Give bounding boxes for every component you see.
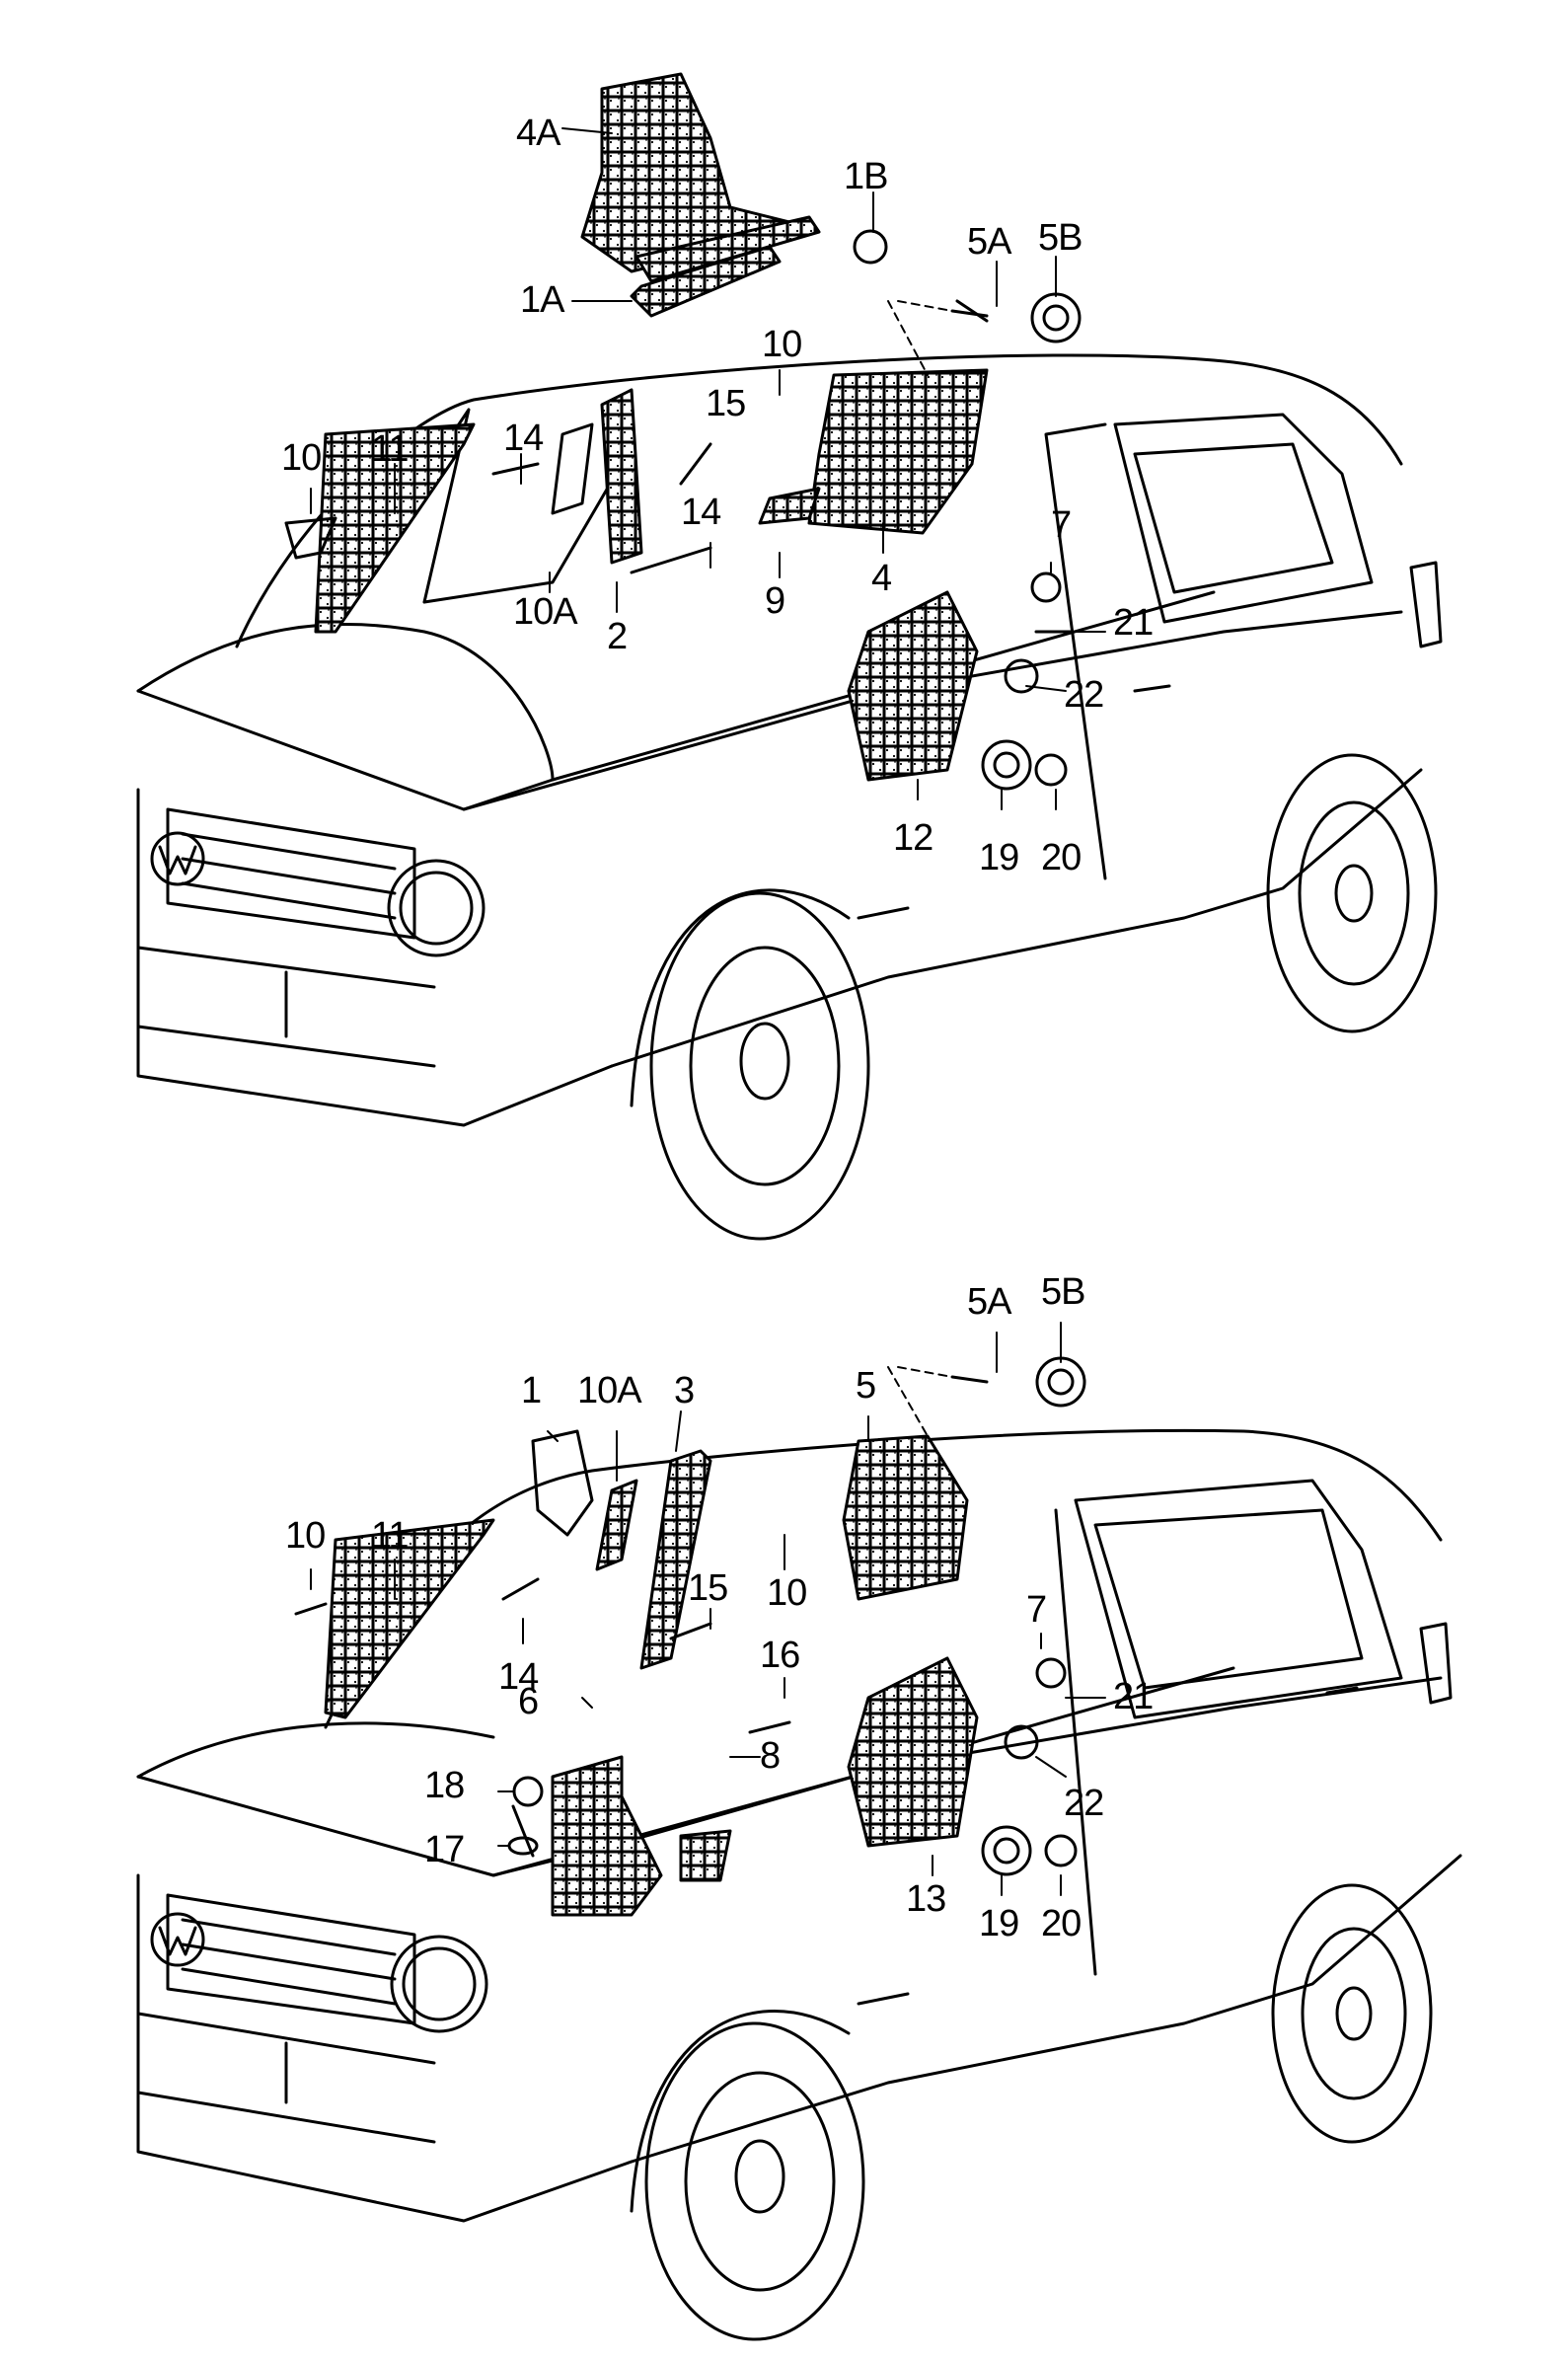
callout-1A: 1A xyxy=(520,279,564,321)
callout-4A: 4A xyxy=(516,113,560,154)
callout-14-top-left: 14 xyxy=(503,418,544,459)
callout-3: 3 xyxy=(674,1370,695,1411)
top-leaders xyxy=(310,127,1106,810)
callout-6: 6 xyxy=(518,1681,539,1722)
callout-10-bottom-right: 10 xyxy=(767,1572,807,1614)
callout-5B: 5B xyxy=(1038,217,1083,259)
callout-7-top: 7 xyxy=(1051,504,1072,546)
callout-19-top: 19 xyxy=(979,837,1019,878)
callout-11-bottom: 11 xyxy=(371,1515,409,1557)
callout-10A-top: 10A xyxy=(513,591,578,633)
callout-5: 5 xyxy=(856,1365,876,1407)
callout-20-bottom: 20 xyxy=(1041,1903,1082,1944)
callout-21-top: 21 xyxy=(1113,602,1154,644)
callout-14-bottom: 14 xyxy=(498,1656,539,1698)
callout-13: 13 xyxy=(906,1878,946,1920)
callout-5A-bottom: 5A xyxy=(967,1281,1011,1323)
callout-10-top-right: 10 xyxy=(762,324,802,365)
bottom-leaders xyxy=(310,1322,1106,1896)
callout-5A: 5A xyxy=(967,221,1011,263)
callout-14-top-right: 14 xyxy=(681,492,721,533)
callout-22-bottom: 22 xyxy=(1064,1783,1104,1824)
callout-2: 2 xyxy=(607,616,628,657)
callout-17: 17 xyxy=(424,1829,465,1870)
callout-22-top: 22 xyxy=(1064,674,1104,716)
callout-1: 1 xyxy=(521,1370,542,1411)
callout-8: 8 xyxy=(760,1735,781,1777)
bottom-parts xyxy=(294,1356,1086,1917)
top-parts xyxy=(284,72,1082,791)
callout-7-bottom: 7 xyxy=(1026,1589,1047,1631)
callout-15-bottom: 15 xyxy=(688,1567,728,1609)
callout-5B-bottom: 5B xyxy=(1041,1271,1085,1313)
callout-9: 9 xyxy=(765,580,785,622)
callout-10A-bottom: 10A xyxy=(577,1370,642,1411)
callout-16: 16 xyxy=(760,1635,800,1676)
callout-20-top: 20 xyxy=(1041,837,1082,878)
callout-4: 4 xyxy=(871,558,892,599)
callout-12: 12 xyxy=(893,817,933,859)
callout-11-top: 11 xyxy=(371,428,409,470)
callout-15-top: 15 xyxy=(706,383,746,424)
callout-19-bottom: 19 xyxy=(979,1903,1019,1944)
callout-18: 18 xyxy=(424,1765,465,1806)
callout-21-bottom: 21 xyxy=(1113,1676,1154,1717)
callout-1B: 1B xyxy=(844,156,888,197)
callout-10-top-left: 10 xyxy=(281,437,322,479)
callout-10-bottom-left: 10 xyxy=(285,1515,326,1557)
